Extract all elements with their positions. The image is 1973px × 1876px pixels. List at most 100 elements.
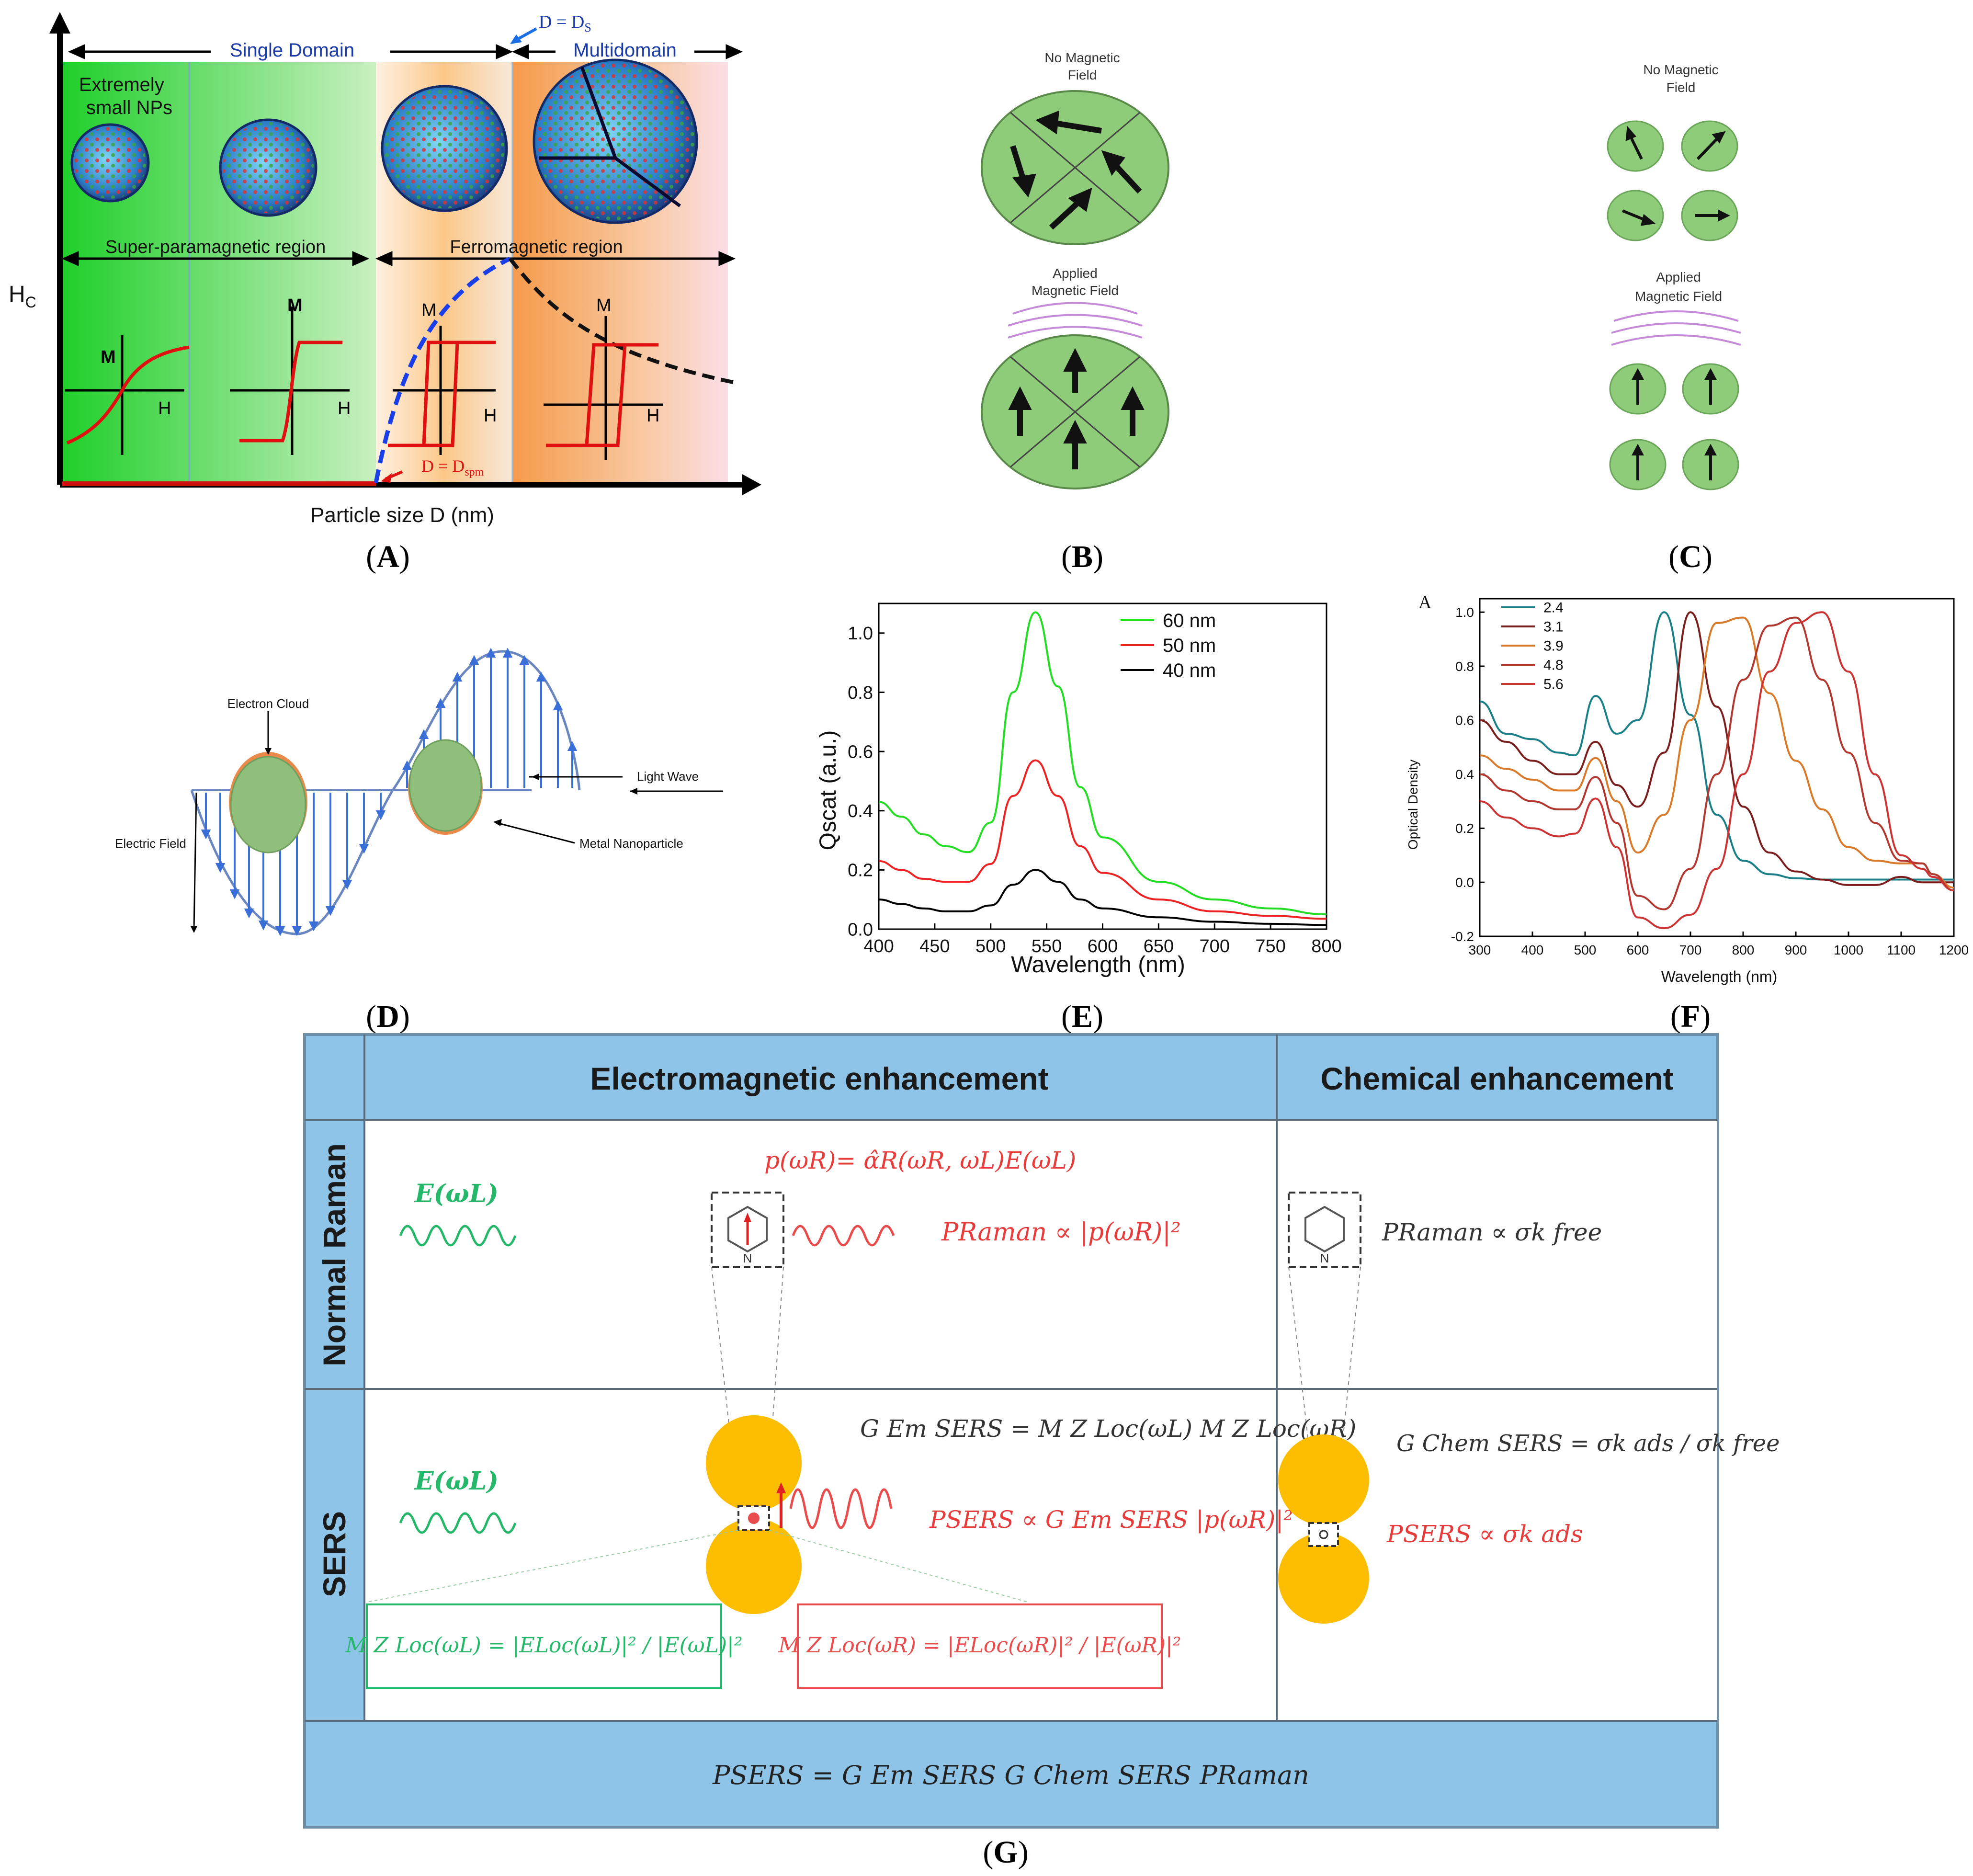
panel-g-caption: (G)	[983, 1835, 1029, 1870]
panel-e-caption: (E)	[1061, 999, 1103, 1034]
panel-c-caption: (C)	[1668, 539, 1712, 574]
panel-a: Single Domain Multidomain D = DS Extreme…	[0, 0, 776, 536]
panel-d: Electron Cloud Light Wave Electric Field…	[96, 623, 728, 958]
hotspot-box-em	[737, 1505, 770, 1531]
panel-e-xtick-label-3: 550	[1032, 936, 1062, 956]
panel-f-xtick-label-2: 500	[1574, 943, 1597, 957]
panel-f-corner-letter: A	[1418, 592, 1432, 613]
eq-g-em: G Em SERS = M Z Loc(ωL) M Z Loc(ωR)	[860, 1415, 1356, 1443]
panel-f-ytick-label-4: 0.6	[1455, 713, 1474, 728]
panel-f-ytick-label-0: -0.2	[1451, 929, 1474, 944]
panel-c-applied-2: Magnetic Field	[1635, 289, 1722, 304]
panel-e-ytick-label-2: 0.4	[848, 801, 873, 821]
panel-f-caption: (F)	[1670, 999, 1711, 1034]
row-sers-header: SERS	[317, 1511, 352, 1597]
panel-f-ytick-label-6: 1.0	[1455, 605, 1474, 620]
panel-f-series-3-1	[1479, 611, 1954, 886]
panel-e-ytick-label-5: 1.0	[848, 624, 873, 644]
incident-wave-sers	[399, 1512, 517, 1534]
panel-f-ylabel: Optical Density	[1406, 760, 1420, 850]
pyridine-box-em	[711, 1192, 784, 1268]
ds-label: D = DS	[539, 12, 591, 34]
panel-f-xlabel: Wavelength (nm)	[1661, 968, 1777, 985]
eq-e-omega-l-normal: E(ωL)	[414, 1179, 499, 1208]
eq-e-omega-l-sers: E(ωL)	[414, 1467, 499, 1496]
loop3-h-label: H	[484, 406, 497, 426]
panel-e-ylabel: Qscat (a.u.)	[816, 730, 841, 851]
panel-e-legend-label-0: 60 nm	[1163, 610, 1216, 631]
col-chem-header: Chemical enhancement	[1320, 1061, 1673, 1096]
panel-e-xlabel: Wavelength (nm)	[1011, 952, 1185, 978]
au-np-bottom-em	[706, 1518, 802, 1614]
loop2-h-label: H	[338, 398, 351, 419]
panel-f-series-3-9	[1479, 616, 1954, 889]
single-domain-label: Single Domain	[230, 40, 354, 61]
panel-c-no-field-1: No Magnetic	[1643, 62, 1718, 77]
panel-f-legend-label-0: 2.4	[1543, 600, 1564, 616]
eq-g-chem: G Chem SERS = σk ads / σk free	[1396, 1430, 1780, 1457]
panel-a-caption: (A)	[366, 539, 410, 574]
m-loc-r-box	[797, 1603, 1163, 1689]
panel-b-no-field-1: No Magnetic	[1044, 50, 1120, 65]
superparamagnetic-region-label: Super-paramagnetic region	[105, 237, 326, 257]
hc-axis-label: HC	[9, 282, 36, 311]
extremely-small-label-2: small NPs	[86, 97, 172, 118]
incident-wave-normal	[399, 1225, 517, 1247]
panel-f-xtick-label-4: 700	[1679, 943, 1702, 957]
panel-e-xtick-label-8: 800	[1311, 936, 1341, 956]
eq-p-raman-chem: PRaman ∝ σk free	[1382, 1218, 1602, 1246]
electron-cloud-label: Electron Cloud	[227, 696, 309, 711]
loop3-m-label: M	[421, 300, 437, 320]
panel-f-plot-frame	[1479, 598, 1955, 937]
panel-f-series-4-8	[1479, 616, 1954, 910]
electric-field-label: Electric Field	[115, 836, 186, 851]
panel-e-legend-label-2: 40 nm	[1163, 660, 1216, 681]
panel-e-xtick-label-7: 750	[1255, 936, 1285, 956]
loop1-m-label: M	[101, 347, 116, 367]
loop4-h-label: H	[646, 406, 659, 426]
eq-p-sers-chem: PSERS ∝ σk ads	[1386, 1520, 1583, 1548]
panel-e-ytick-label-4: 0.8	[848, 683, 873, 703]
panel-d-caption: (D)	[366, 999, 410, 1034]
m-loc-l-box	[366, 1603, 722, 1689]
panel-e-xtick-label-0: 400	[863, 936, 894, 956]
extremely-small-label-1: Extremely	[79, 74, 164, 95]
panel-f-ytick-label-1: 0.0	[1455, 875, 1474, 890]
panel-f-series-2-4	[1479, 611, 1954, 881]
panel-f-legend-label-2: 3.9	[1543, 638, 1564, 654]
panel-f-ytick-label-5: 0.8	[1455, 659, 1474, 674]
multidomain-label: Multidomain	[573, 40, 677, 61]
loop1-h-label: H	[158, 398, 171, 419]
panel-f-xtick-label-5: 800	[1732, 943, 1755, 957]
panel-e-xtick-label-5: 650	[1144, 936, 1174, 956]
pyridine-n-label-chem: N	[1320, 1251, 1329, 1265]
dspm-label: D = Dspm	[421, 456, 484, 478]
eq-p-raman-em: PRaman ∝ |p(ωR)|²	[941, 1218, 1181, 1247]
panel-f-xtick-label-0: 300	[1469, 943, 1491, 957]
panel-e-xtick-label-6: 700	[1200, 936, 1230, 956]
panel-e-ytick-label-3: 0.6	[848, 742, 873, 762]
panel-b-no-field-2: Field	[1068, 68, 1097, 82]
eq-p-sers-em: PSERS ∝ G Em SERS |p(ωR)|²	[929, 1506, 1293, 1534]
metal-nanoparticle-label: Metal Nanoparticle	[579, 836, 683, 851]
panel-b-caption: (B)	[1061, 539, 1103, 574]
panel-f-ytick-label-2: 0.2	[1455, 821, 1474, 836]
panel-c-no-field-2: Field	[1667, 80, 1696, 95]
panel-b-applied-1: Applied	[1053, 266, 1097, 281]
eq-m-loc-r: M Z Loc(ωR) = |ELoc(ωR)|² / |E(ωR)|²	[778, 1633, 1181, 1658]
panel-e-xtick-label-4: 600	[1088, 936, 1118, 956]
panel-e-xtick-label-2: 500	[975, 936, 1006, 956]
hotspot-box-chem	[1308, 1522, 1339, 1547]
row-normal-raman-header: Normal Raman	[317, 1143, 352, 1366]
panel-f-legend-label-1: 3.1	[1543, 619, 1564, 635]
panel-f-xtick-label-6: 900	[1785, 943, 1807, 957]
panel-f-xtick-label-9: 1200	[1939, 943, 1969, 957]
loop2-m-label: M	[287, 296, 303, 316]
col-em-header: Electromagnetic enhancement	[590, 1061, 1048, 1096]
pyridine-n-label-em: N	[743, 1251, 752, 1265]
eq-m-loc-l: M Z Loc(ωL) = |ELoc(ωL)|² / |E(ωL)|²	[345, 1633, 742, 1658]
